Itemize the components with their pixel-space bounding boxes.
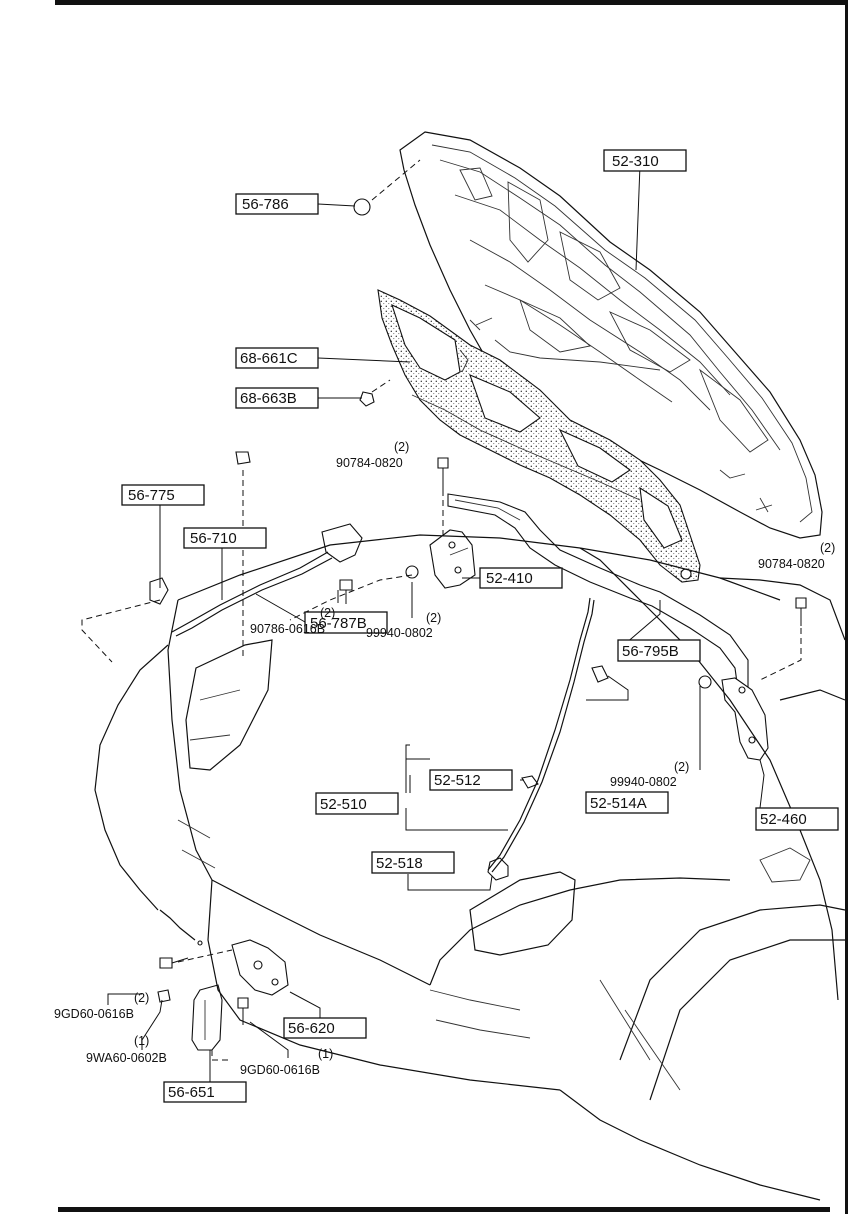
svg-text:52-460: 52-460 — [760, 811, 807, 828]
svg-text:(2): (2) — [394, 440, 409, 454]
callout-52-510: 52-510 — [315, 792, 399, 815]
hood-prop-rod — [487, 597, 595, 873]
svg-text:(2): (2) — [426, 611, 441, 625]
leader-dash — [759, 628, 802, 681]
right-border — [845, 0, 848, 1214]
callout-56-786: 56-786 — [235, 193, 319, 215]
svg-text:99940-0802: 99940-0802 — [610, 775, 677, 789]
callout-52-514a: 52-514A — [585, 791, 669, 814]
label-99940-0802-right: (2) 99940-0802 — [610, 760, 689, 789]
hood-latch — [231, 939, 289, 996]
callout-52-518: 52-518 — [371, 851, 455, 874]
hood-panel — [399, 131, 823, 539]
svg-text:68-661C: 68-661C — [240, 350, 298, 367]
svg-text:9GD60-0616B: 9GD60-0616B — [240, 1063, 320, 1077]
label-9wa60-0602b: (1) 9WA60-0602B — [86, 1034, 167, 1065]
svg-text:(2): (2) — [674, 760, 689, 774]
label-99940-0802-left: (2) 99940-0802 — [366, 611, 441, 640]
fasteners — [149, 198, 807, 1025]
svg-text:56-710: 56-710 — [190, 530, 237, 547]
svg-text:56-651: 56-651 — [168, 1084, 215, 1101]
label-90784-0820-right: (2) 90784-0820 — [758, 541, 835, 571]
leader-dash — [177, 949, 233, 963]
callout-56-775: 56-775 — [121, 484, 205, 506]
bottom-border — [58, 1207, 830, 1212]
svg-text:90784-0820: 90784-0820 — [336, 456, 403, 470]
svg-text:(1): (1) — [318, 1047, 333, 1061]
svg-text:(2): (2) — [320, 606, 335, 620]
hood-seal-strip — [447, 493, 749, 696]
svg-text:68-663B: 68-663B — [240, 390, 297, 407]
svg-text:(2): (2) — [820, 541, 835, 555]
svg-text:52-410: 52-410 — [486, 570, 533, 587]
label-90784-0820-left: (2) 90784-0820 — [336, 440, 409, 470]
label-90786-0616b: (2) 90786-0616B — [250, 606, 335, 636]
callout-68-663b: 68-663B — [235, 387, 319, 409]
callout-52-460: 52-460 — [755, 807, 839, 831]
latch-bracket — [191, 984, 223, 1051]
svg-text:56-787B: 56-787B — [310, 615, 367, 632]
leader-dash — [371, 379, 391, 393]
callout-52-512: 52-512 — [429, 769, 513, 791]
car-body — [167, 534, 846, 1201]
hood-hinge-left — [429, 529, 476, 589]
svg-text:56-775: 56-775 — [128, 487, 175, 504]
top-border — [55, 0, 845, 5]
callout-52-410: 52-410 — [479, 567, 563, 589]
svg-text:9WA60-0602B: 9WA60-0602B — [86, 1051, 167, 1065]
callout-56-651: 56-651 — [163, 1081, 247, 1103]
callout-56-787b: 56-787B — [304, 611, 388, 634]
svg-text:(1): (1) — [134, 1034, 149, 1048]
hood-insulator — [377, 289, 701, 583]
svg-text:(2): (2) — [134, 991, 149, 1005]
label-9gd60-0616b-right: (1) 9GD60-0616B — [240, 1047, 333, 1077]
callout-56-795b: 56-795B — [617, 639, 701, 662]
svg-text:56-795B: 56-795B — [622, 643, 679, 660]
svg-text:52-512: 52-512 — [434, 772, 481, 789]
label-9gd60-0616b-left: (2) 9GD60-0616B — [54, 991, 149, 1021]
leader-dash — [81, 599, 161, 663]
svg-text:90784-0820: 90784-0820 — [758, 557, 825, 571]
svg-text:99940-0802: 99940-0802 — [366, 626, 433, 640]
hood-release-cable — [94, 523, 363, 946]
svg-text:56-786: 56-786 — [242, 196, 289, 213]
svg-text:52-510: 52-510 — [320, 796, 367, 813]
svg-text:52-310: 52-310 — [612, 153, 659, 170]
svg-text:56-620: 56-620 — [288, 1020, 335, 1037]
callout-56-620: 56-620 — [283, 1017, 367, 1039]
leader-dash — [211, 1050, 230, 1061]
svg-text:52-514A: 52-514A — [590, 795, 647, 812]
leader-dash — [371, 159, 421, 201]
svg-text:52-518: 52-518 — [376, 855, 423, 872]
svg-text:90786-0616B: 90786-0616B — [250, 622, 325, 636]
callout-56-710: 56-710 — [183, 527, 267, 549]
svg-text:9GD60-0616B: 9GD60-0616B — [54, 1007, 134, 1021]
callout-52-310: 52-310 — [603, 149, 687, 172]
callout-68-661c: 68-661C — [235, 347, 319, 369]
